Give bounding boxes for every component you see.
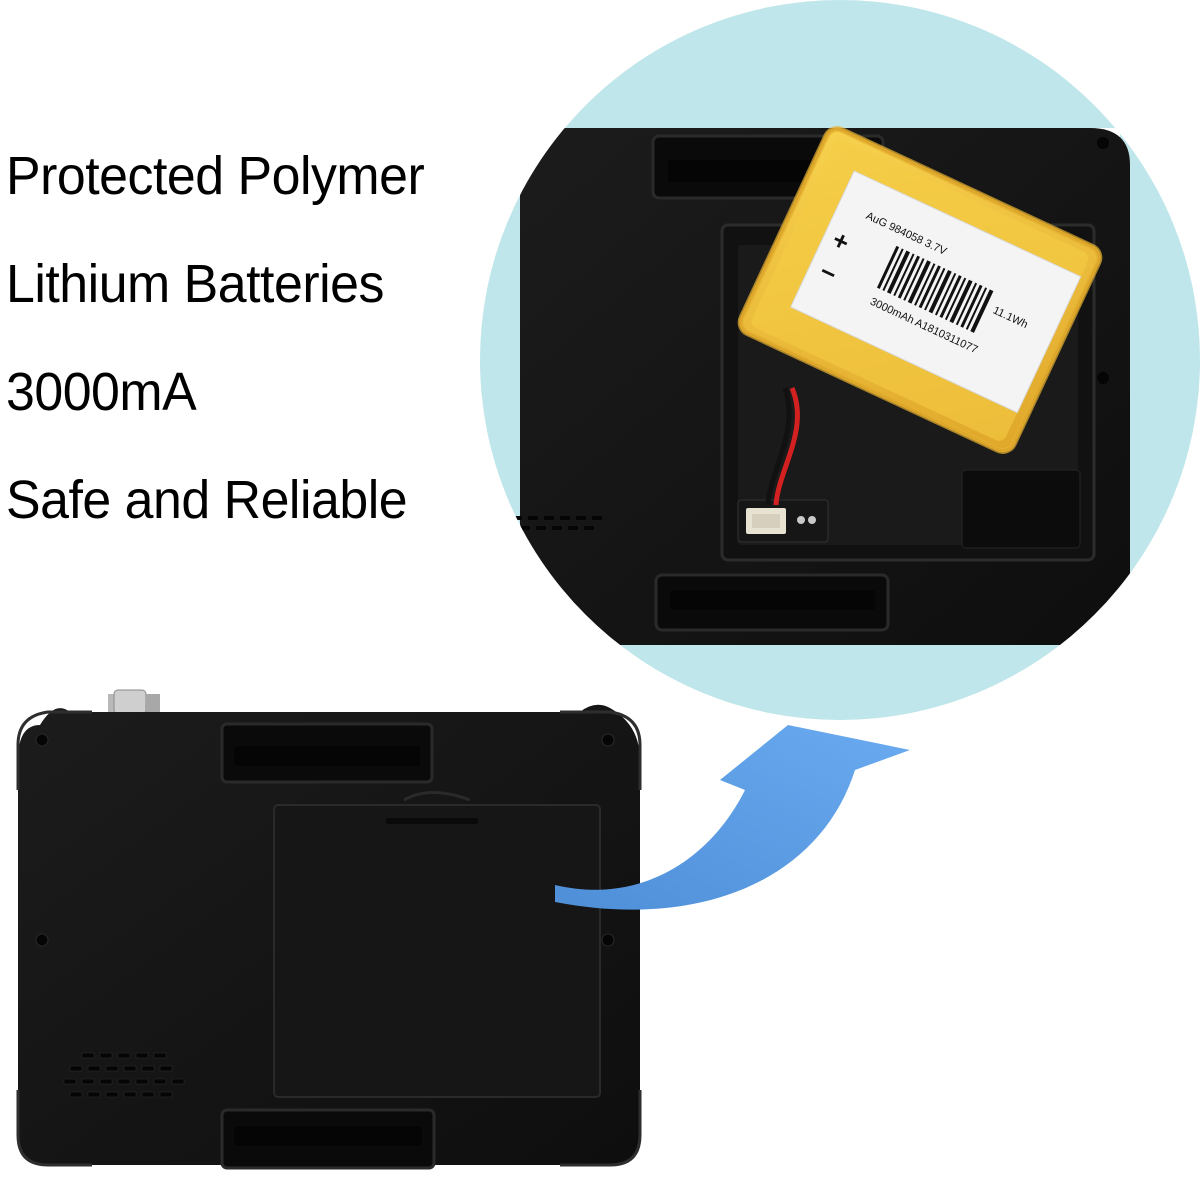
pointer-arrow [555,725,910,910]
feature-safe-reliable: Safe and Reliable [6,470,408,530]
feature-capacity: 3000mA [6,362,197,422]
battery-pack: AuG 984058 3.7V 3000mAh A1810311077 11.1… [737,126,1103,454]
feature-lithium-batteries: Lithium Batteries [6,254,384,314]
feature-list: Protected Polymer Lithium Batteries 3000… [6,148,442,580]
device-rear-view [16,689,642,1170]
feature-protected-polymer: Protected Polymer [6,146,425,206]
